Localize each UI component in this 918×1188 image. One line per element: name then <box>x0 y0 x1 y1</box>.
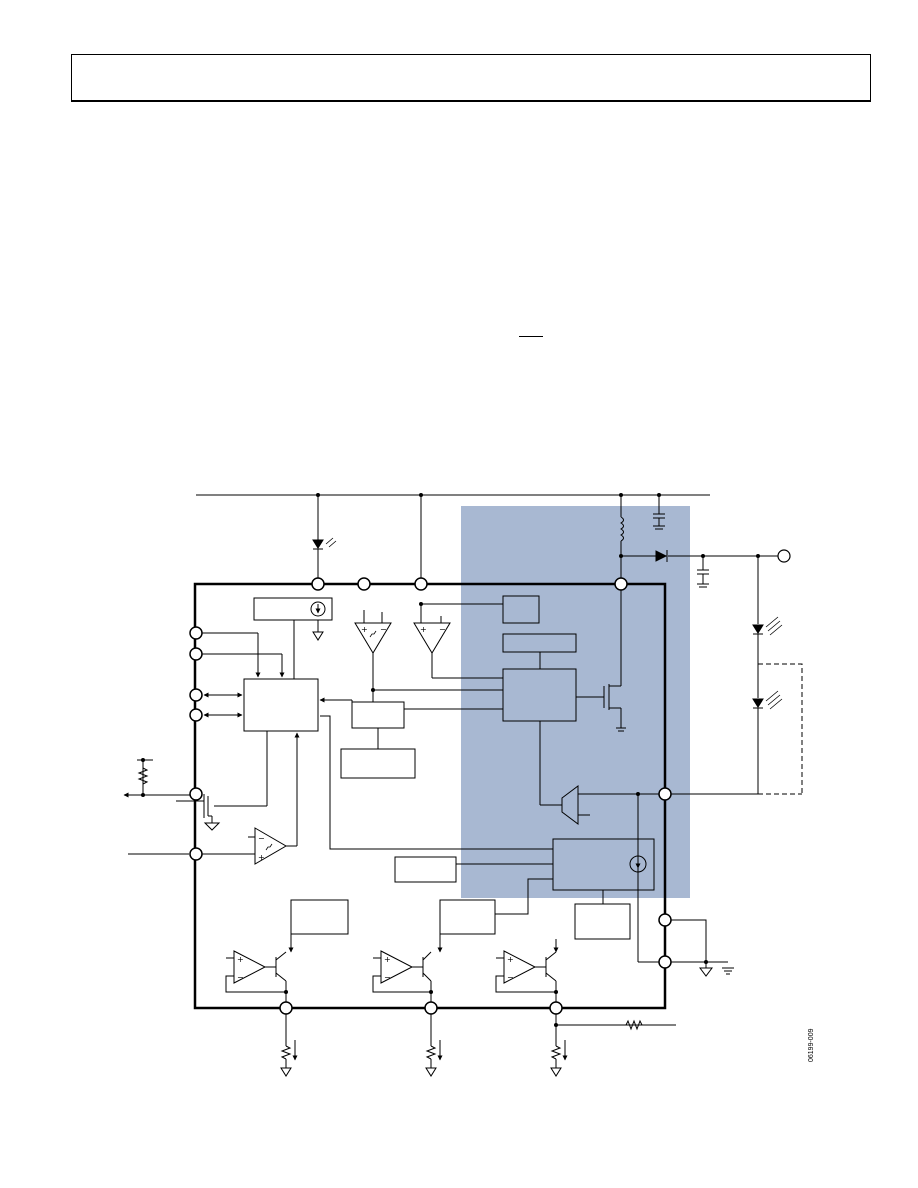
svg-text:−: − <box>439 625 446 634</box>
bias-block <box>340 748 416 779</box>
pin-bottom-3 <box>549 1001 563 1015</box>
led-top <box>752 624 764 634</box>
pin-left-6 <box>189 847 203 861</box>
sense-amplifier <box>561 785 579 825</box>
pin-left-4 <box>189 708 203 722</box>
svg-text:+: + <box>420 625 427 634</box>
svg-text:+: + <box>361 625 368 634</box>
pin-right-1 <box>658 787 672 801</box>
pin-top-2 <box>357 577 371 591</box>
comparator-2 <box>413 622 451 654</box>
channel-amplifier-1 <box>233 950 267 984</box>
pin-right-2 <box>658 913 672 927</box>
overline-bar <box>519 336 543 337</box>
channel-amplifier-2 <box>380 950 414 984</box>
pin-bottom-1 <box>279 1001 293 1015</box>
mode-block <box>394 856 457 883</box>
figure-id: 06199-009 <box>808 1028 815 1062</box>
pin-top-3 <box>414 577 428 591</box>
channel-amplifier-3 <box>503 950 537 984</box>
current-source-block <box>253 597 333 621</box>
indicator-led <box>312 539 324 549</box>
pin-left-3 <box>189 688 203 702</box>
svg-text:+: + <box>384 955 391 964</box>
feedback-resistor <box>625 1019 643 1031</box>
output-terminal <box>777 549 791 563</box>
pullup-resistor <box>137 767 149 785</box>
led-bottom <box>752 698 764 708</box>
header-box <box>71 54 871 102</box>
svg-text:−: − <box>507 973 514 982</box>
reference-block <box>502 595 540 624</box>
control-logic-block <box>243 678 319 732</box>
schmitt-buffer <box>254 827 287 865</box>
svg-text:−: − <box>258 834 265 843</box>
pin-left-1 <box>189 626 203 640</box>
svg-text:+: + <box>237 955 244 964</box>
schottky-diode <box>655 550 668 562</box>
pin-left-5 <box>189 787 203 801</box>
svg-text:−: − <box>237 973 244 982</box>
pin-bottom-2 <box>424 1001 438 1015</box>
pin-top-1 <box>311 577 325 591</box>
inductor <box>620 516 624 542</box>
logic-block <box>351 701 405 729</box>
svg-text:+: + <box>507 955 514 964</box>
svg-text:+: + <box>258 853 265 862</box>
pin-top-4 <box>614 577 628 591</box>
ground-symbol <box>312 631 324 641</box>
dac-block-2 <box>439 899 496 935</box>
dac-block-3 <box>574 903 631 940</box>
svg-text:−: − <box>380 625 387 634</box>
dac-block-1 <box>290 899 349 935</box>
svg-text:−: − <box>384 973 391 982</box>
comparator-1 <box>354 622 392 654</box>
pin-right-3 <box>658 955 672 969</box>
pin-left-2 <box>189 647 203 661</box>
